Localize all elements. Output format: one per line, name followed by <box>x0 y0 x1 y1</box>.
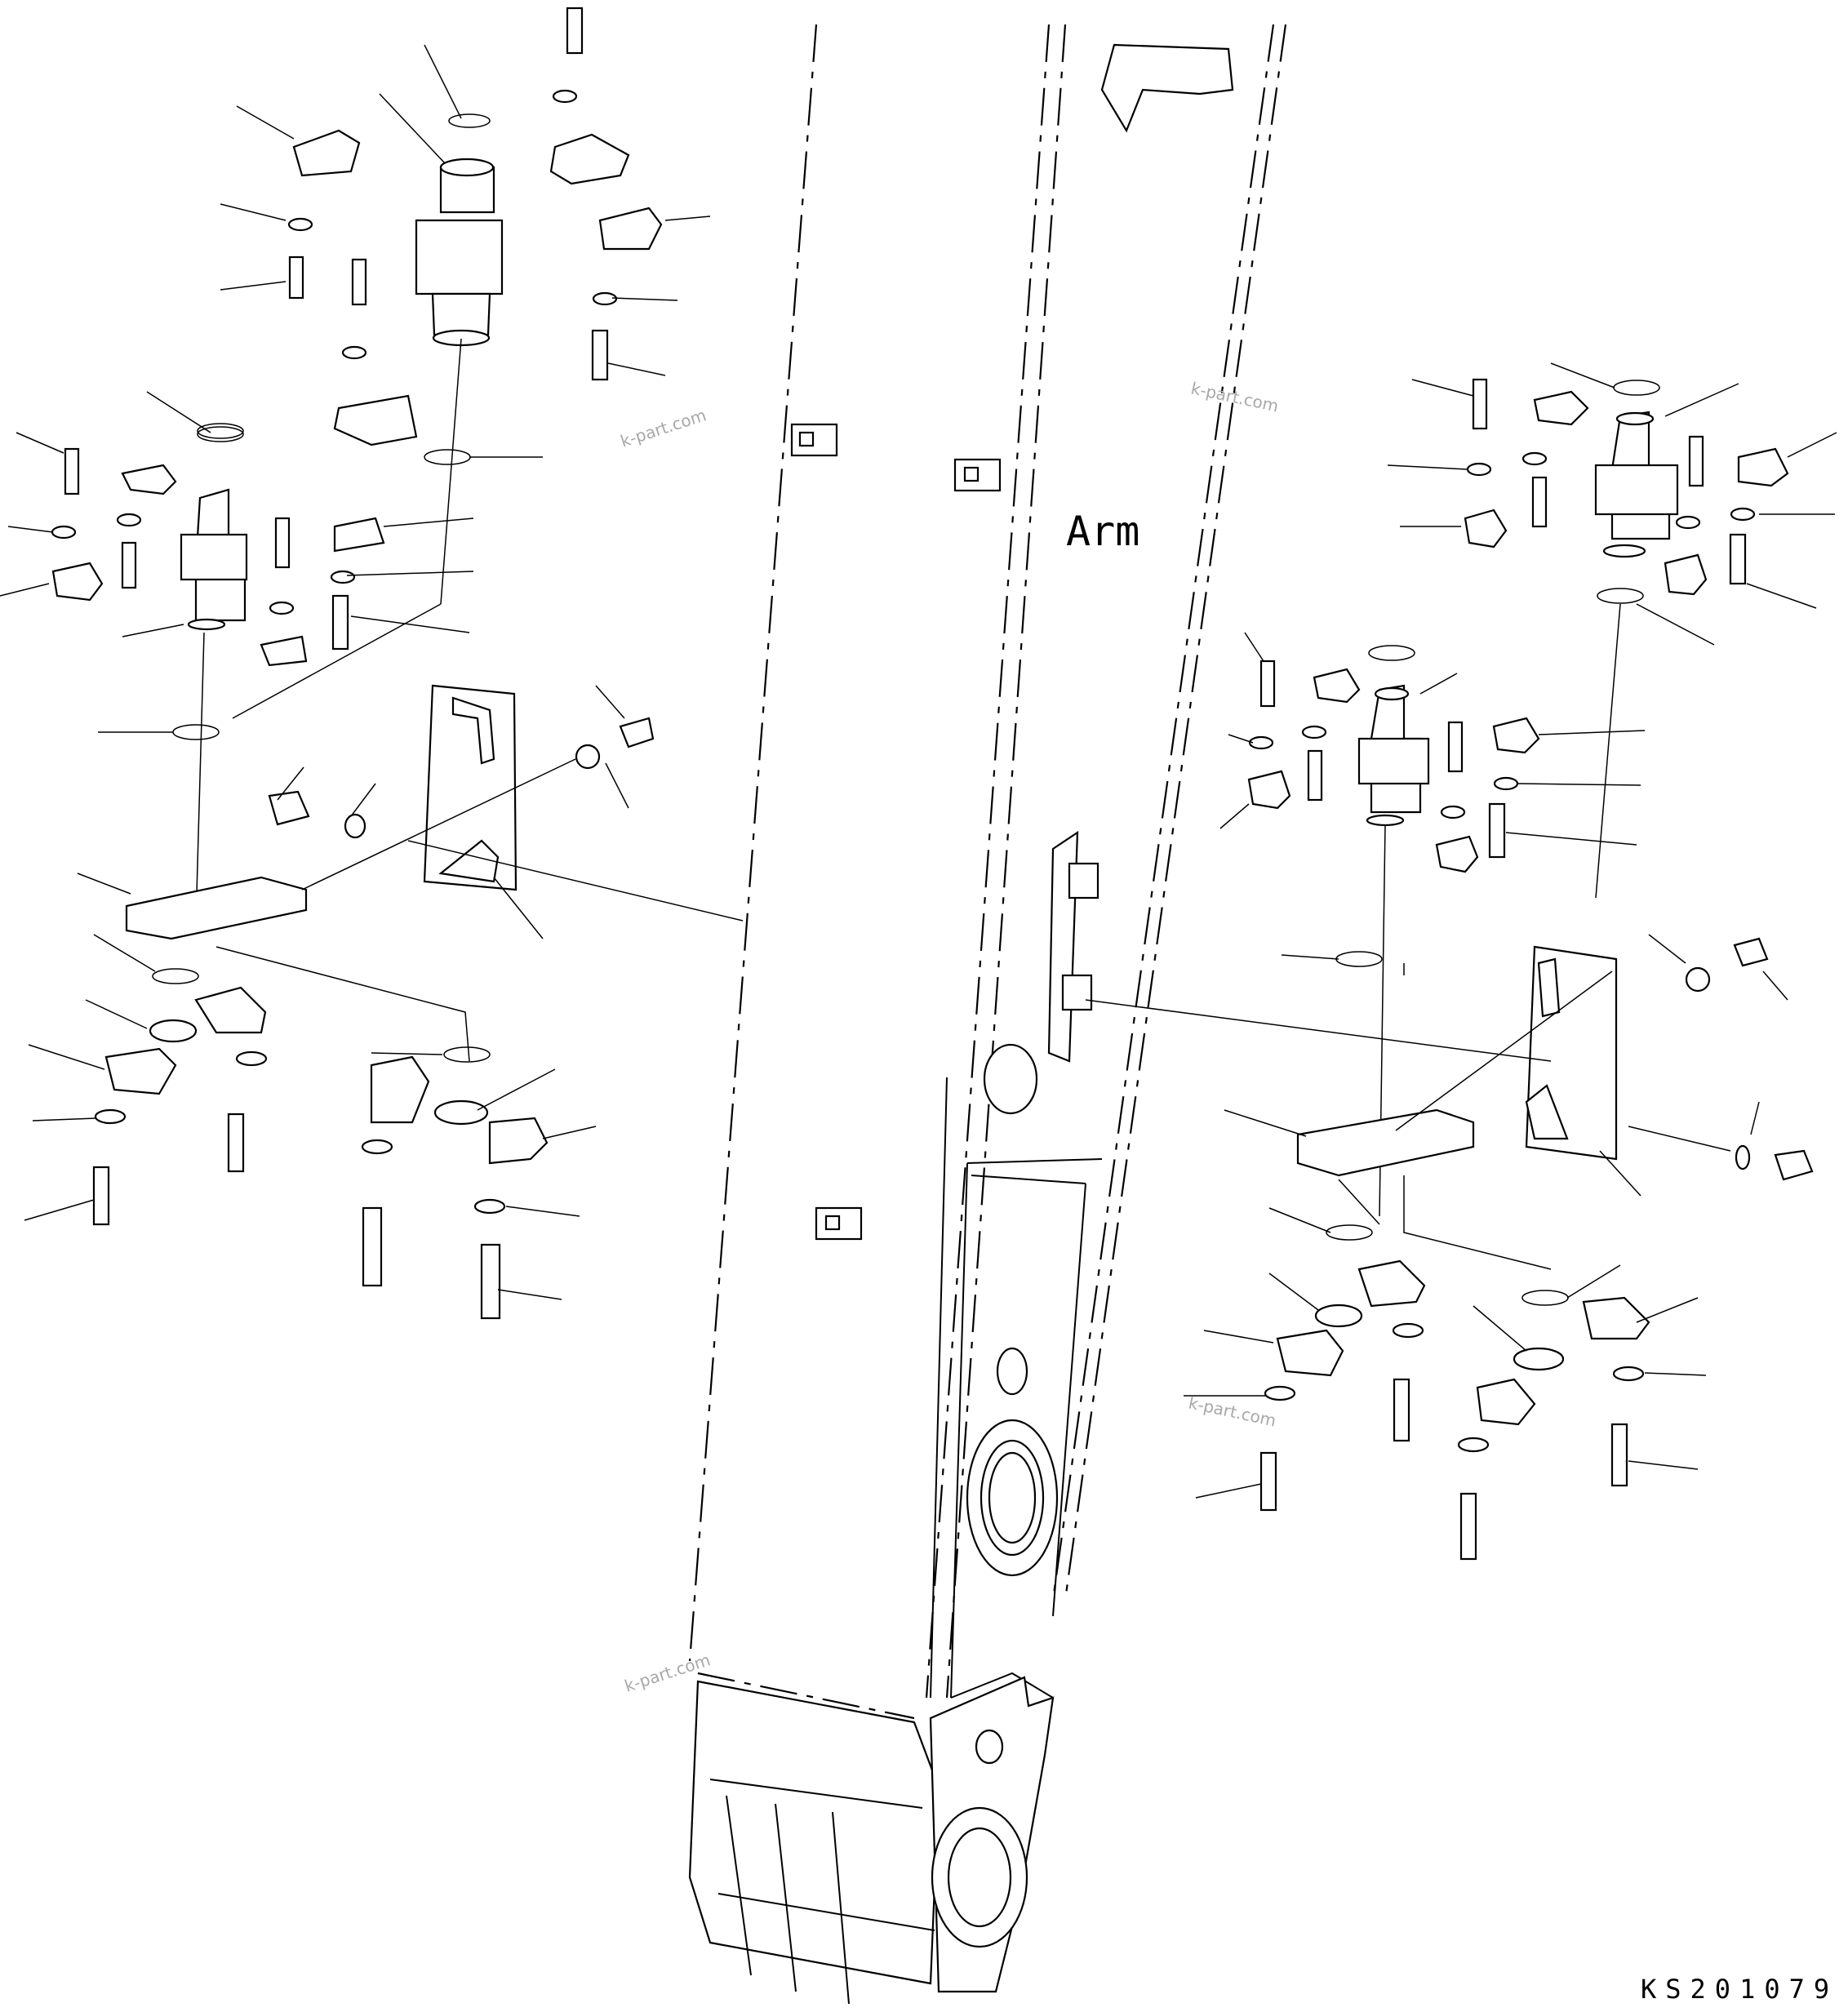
drawing-number: KS201079 <box>1641 1974 1838 2005</box>
left-lower-parts-group <box>24 934 597 1320</box>
arm-body <box>688 24 1287 2005</box>
watermark-text: k-part.com <box>618 405 709 451</box>
arm-label: Arm <box>1066 508 1139 555</box>
right-lower-parts-group <box>1184 1207 1707 1561</box>
watermark-group: k-part.com k-part.com k-part.com k-part.… <box>618 378 1280 1695</box>
watermark-text: k-part.com <box>1189 378 1281 415</box>
right-middle-parts-group <box>1219 632 1646 1217</box>
left-valve-assembly <box>77 684 744 1062</box>
left-middle-parts-group <box>0 423 474 923</box>
watermark-text: k-part.com <box>1187 1392 1278 1430</box>
left-upper-parts-group <box>146 7 711 605</box>
right-upper-parts-group <box>1387 362 1837 899</box>
right-valve-assembly <box>1085 934 1814 1270</box>
